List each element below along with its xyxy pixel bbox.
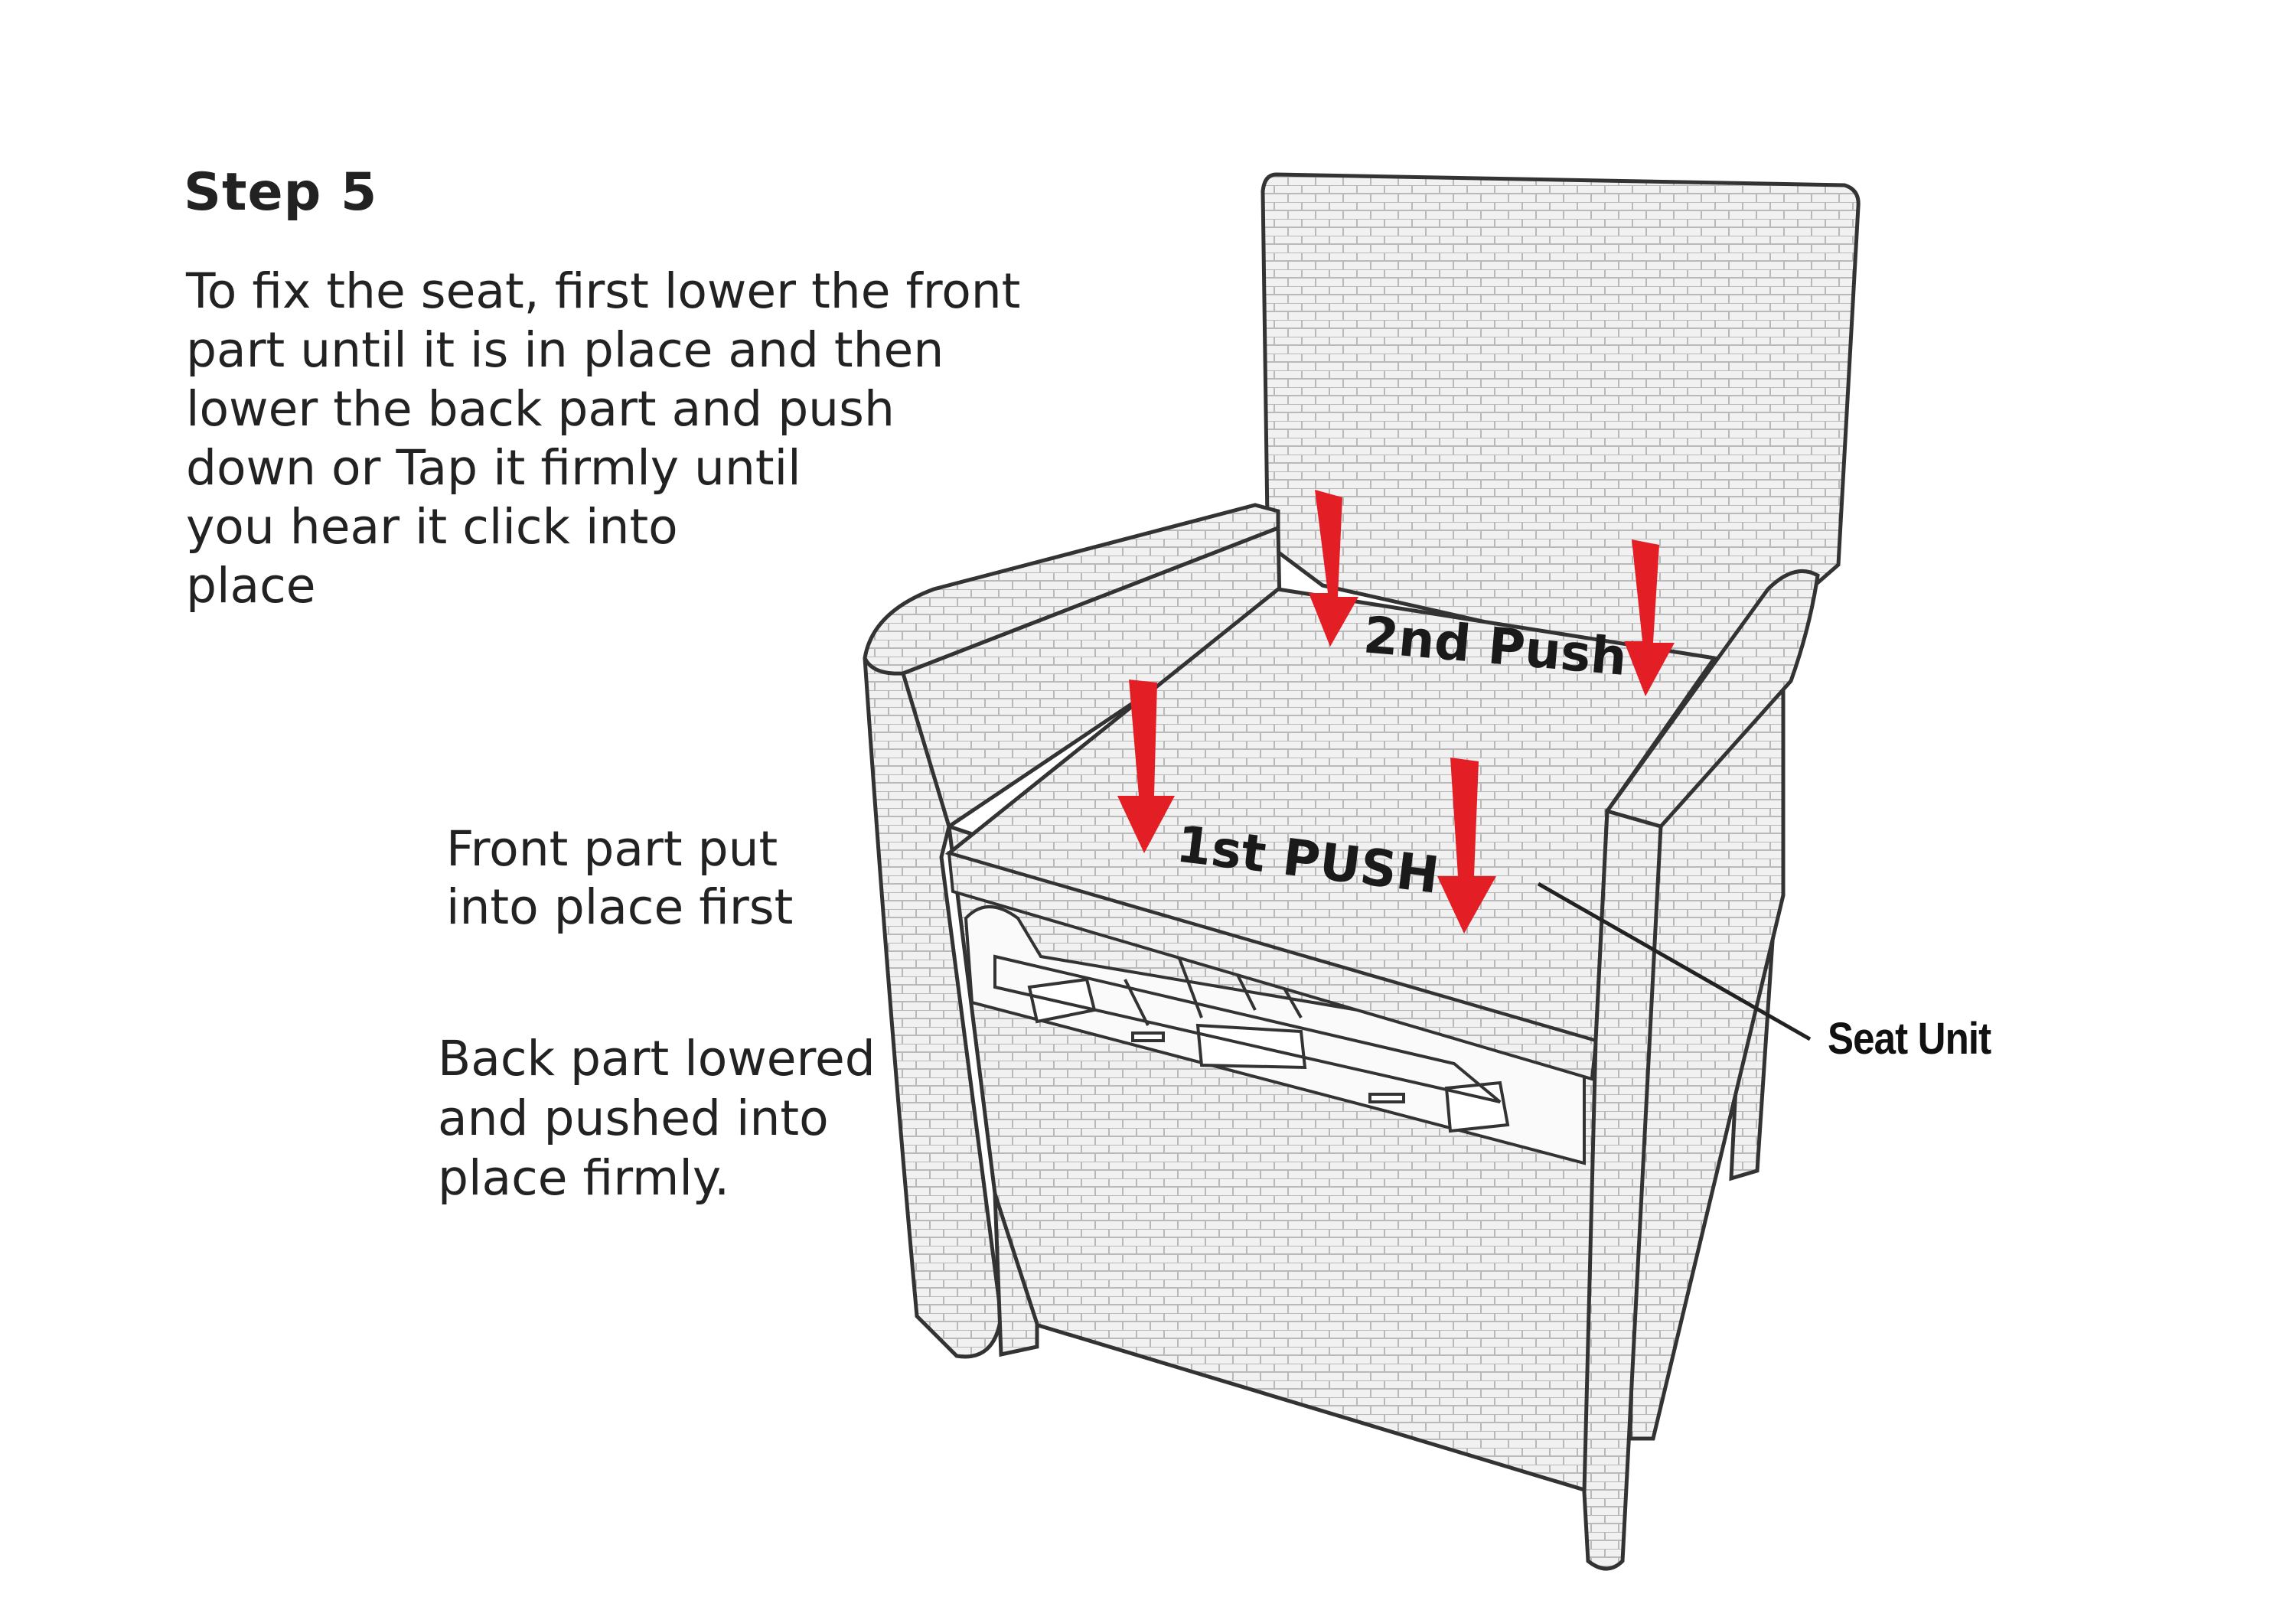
front-part-note: Front part put into place first bbox=[446, 820, 793, 937]
instruction-line: you hear it click into bbox=[186, 497, 1074, 556]
instruction-line: place bbox=[186, 556, 1074, 615]
front-note-line: into place first bbox=[446, 878, 793, 937]
seat-unit-label: Seat Unit bbox=[1828, 1013, 1991, 1064]
instruction-text: To fix the seat, first lower the front p… bbox=[186, 262, 1074, 615]
instruction-line: To fix the seat, first lower the front bbox=[186, 262, 1074, 321]
back-note-line: Back part lowered bbox=[438, 1029, 876, 1089]
back-note-line: and pushed into bbox=[438, 1089, 876, 1149]
instruction-line: lower the back part and push bbox=[186, 380, 1074, 438]
front-note-line: Front part put bbox=[446, 820, 793, 878]
back-part-note: Back part lowered and pushed into place … bbox=[438, 1029, 876, 1208]
step-title: Step 5 bbox=[184, 162, 377, 223]
instruction-line: down or Tap it firmly until bbox=[186, 438, 1074, 497]
instruction-line: part until it is in place and then bbox=[186, 321, 1074, 380]
back-note-line: place firmly. bbox=[438, 1149, 876, 1208]
